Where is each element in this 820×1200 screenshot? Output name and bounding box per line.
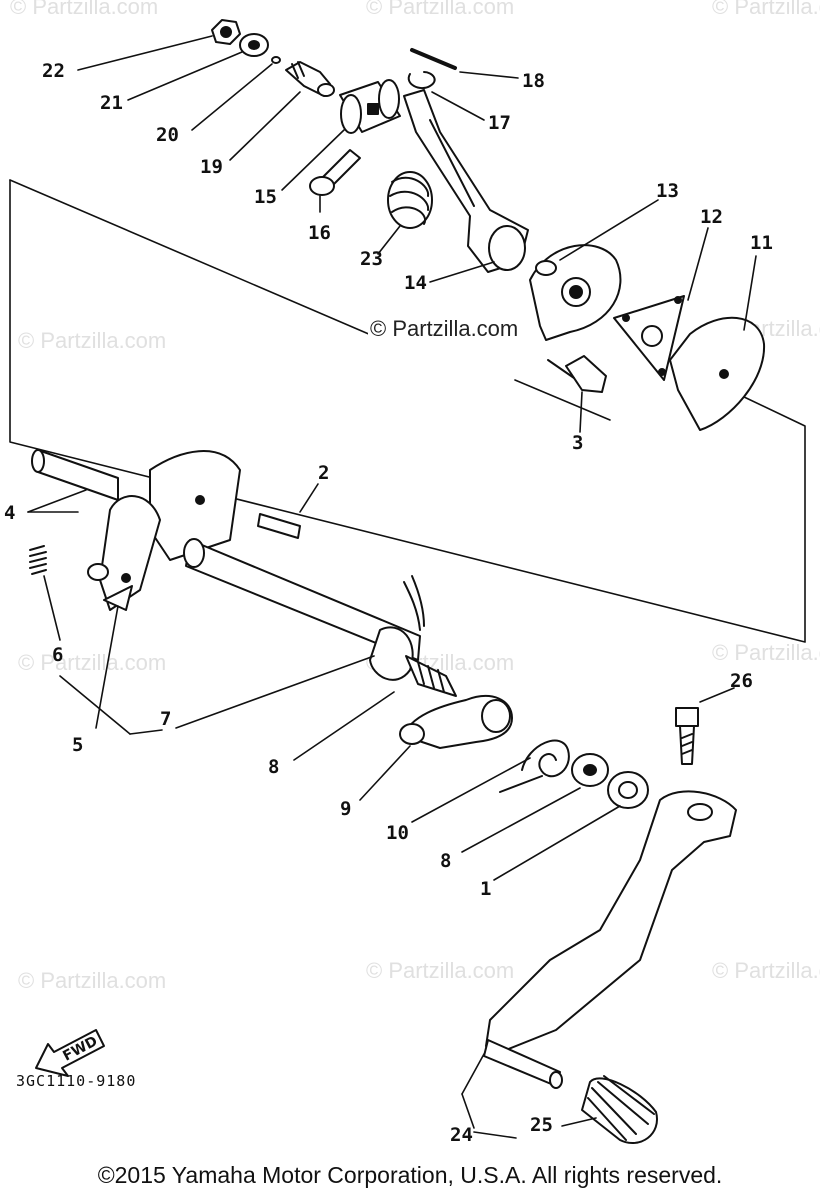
- pin-2: [257, 513, 301, 539]
- callout-3: 3: [572, 432, 584, 454]
- plate-13: [529, 244, 622, 341]
- watermark: © Partzilla.com: [366, 958, 515, 983]
- watermark: © Partzilla.com: [712, 958, 820, 983]
- spring-6: [29, 545, 47, 575]
- watermark: © Partzilla.com: [18, 328, 167, 353]
- spring-23: [387, 171, 433, 229]
- callout-24: 24: [450, 1124, 473, 1146]
- callout-6: 6: [52, 644, 64, 666]
- callout-12: 12: [700, 206, 723, 228]
- watermark: © Partzilla.com: [18, 650, 167, 675]
- watermark: © Partzilla.com: [712, 0, 820, 19]
- arm-14: [403, 89, 529, 273]
- footpeg-rubber-25: [581, 1075, 658, 1145]
- callout-20: 20: [156, 124, 179, 146]
- assembly-outline-top: [9, 179, 379, 339]
- center-watermark: © Partzilla.com: [368, 316, 521, 342]
- callout-5: 5: [72, 734, 84, 756]
- assembly-outline: [9, 179, 806, 643]
- callout-23: 23: [360, 248, 383, 270]
- callout-16: 16: [308, 222, 331, 244]
- bolt-19: [285, 61, 335, 97]
- callout-8a: 8: [268, 756, 280, 778]
- shift-shaft-7: [183, 538, 425, 681]
- arm-9: [399, 695, 513, 749]
- washer-21: [239, 33, 269, 57]
- callout-21: 21: [100, 92, 123, 114]
- callout-26: 26: [730, 670, 753, 692]
- callout-7: 7: [160, 708, 172, 730]
- callout-8b: 8: [440, 850, 452, 872]
- fwd-arrow: [35, 1029, 105, 1077]
- callout-15: 15: [254, 186, 277, 208]
- watermark: © Partzilla.com: [366, 0, 515, 19]
- callout-18: 18: [522, 70, 545, 92]
- copyright-notice: ©2015 Yamaha Motor Corporation, U.S.A. A…: [97, 1162, 723, 1188]
- assembly-outline-mid: [514, 379, 611, 421]
- shift-forks-4: [31, 449, 241, 611]
- diagram-code: 3GC1110-9180: [16, 1072, 137, 1090]
- leader-lines: [27, 35, 757, 1139]
- pin-16: [309, 149, 361, 196]
- pin-18: [410, 48, 457, 70]
- plate-12: [613, 295, 685, 381]
- bolt-3: [547, 355, 607, 393]
- claw-5: [87, 563, 133, 611]
- watermark: © Partzilla.com: [18, 968, 167, 993]
- shift-lever-24: [483, 790, 737, 1089]
- oring-20: [271, 56, 281, 64]
- washer-8: [571, 753, 609, 787]
- bolt-26: [675, 707, 699, 765]
- callout-9: 9: [340, 798, 352, 820]
- callout-2: 2: [318, 462, 330, 484]
- callout-14: 14: [404, 272, 427, 294]
- callout-10: 10: [386, 822, 409, 844]
- clip-17: [407, 71, 436, 90]
- callout-4: 4: [4, 502, 16, 524]
- spline-8: [405, 655, 457, 697]
- collar-15: [339, 79, 401, 134]
- seal-1: [607, 771, 649, 809]
- segment-11: [669, 316, 766, 431]
- callout-22: 22: [42, 60, 65, 82]
- callout-25: 25: [530, 1114, 553, 1136]
- callout-19: 19: [200, 156, 223, 178]
- callout-17: 17: [488, 112, 511, 134]
- watermark: © Partzilla.com: [712, 640, 820, 665]
- nut-22: [211, 19, 241, 45]
- spring-10: [499, 739, 570, 793]
- callout-13: 13: [656, 180, 679, 202]
- callout-11: 11: [750, 232, 773, 254]
- watermark: © Partzilla.com: [10, 0, 159, 19]
- callout-1: 1: [480, 878, 492, 900]
